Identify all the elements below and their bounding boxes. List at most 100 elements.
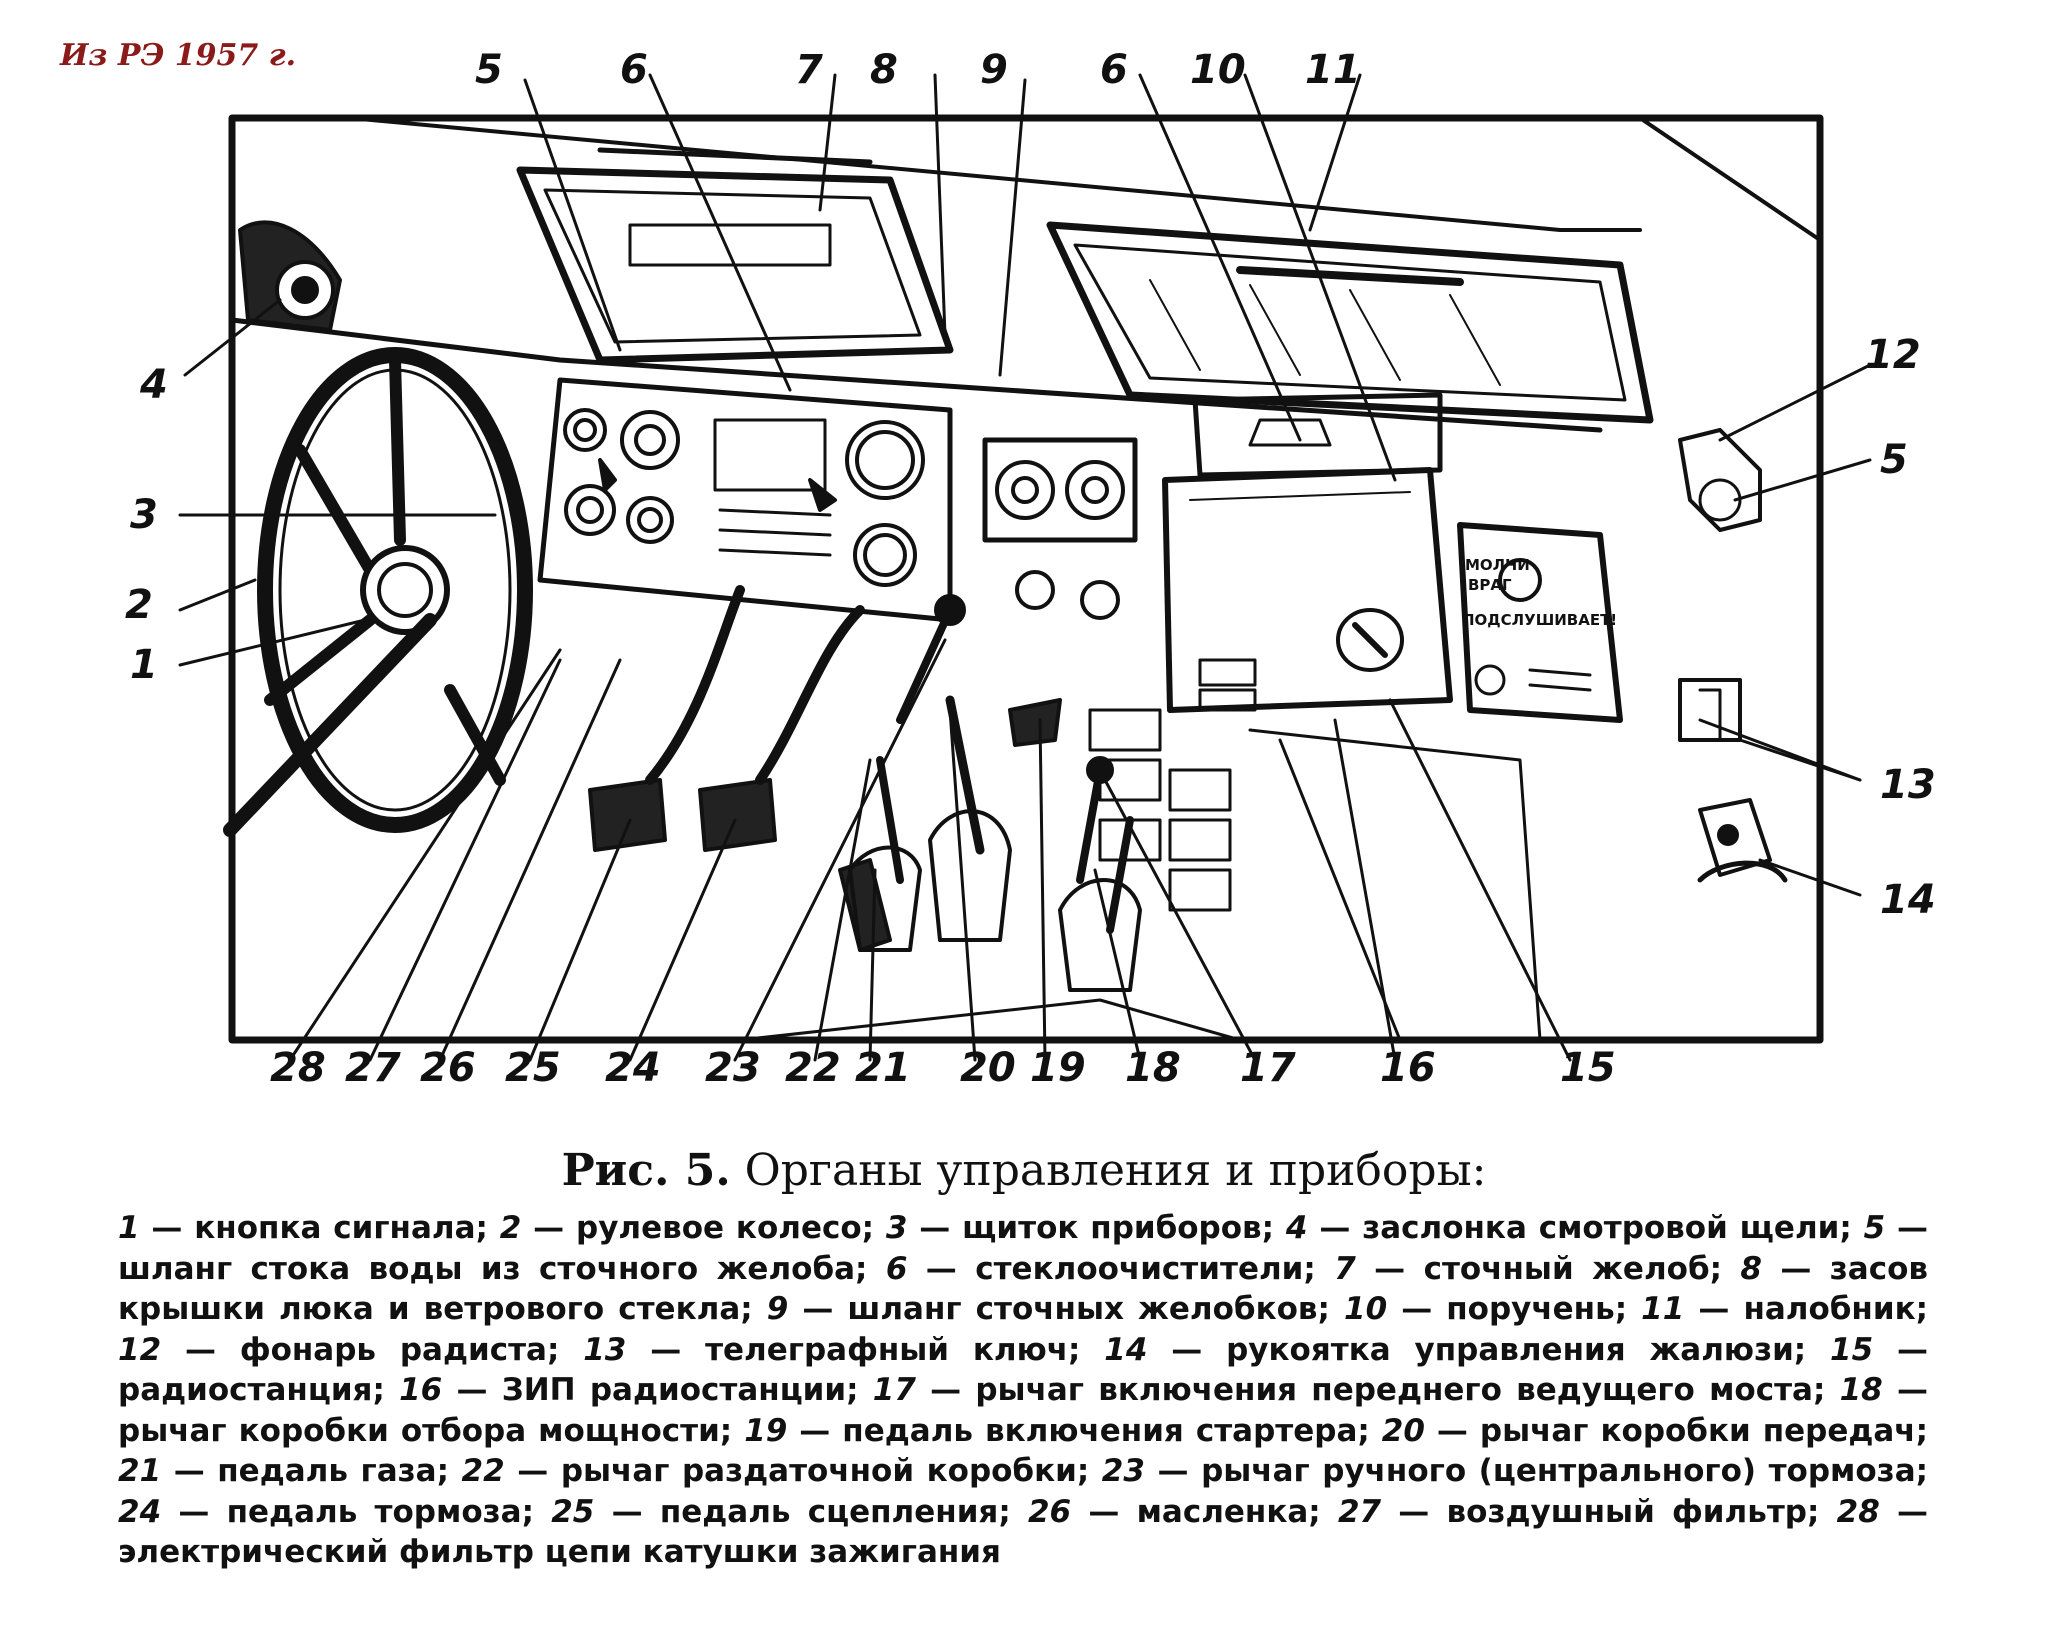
legend-item-text: радиостанция; xyxy=(118,1372,385,1408)
legend-item-text: педаль тормоза; xyxy=(226,1493,534,1530)
callout-10: 10 xyxy=(1190,47,1246,93)
legend-item: 20 — рычаг коробки передач; xyxy=(1381,1412,1928,1449)
radio-upper-case xyxy=(1192,392,1443,478)
legend-item: 27 — воздушный фильтр; xyxy=(1337,1493,1820,1530)
legend-item-text: стеклоочистители; xyxy=(975,1250,1316,1287)
legend: 1 — кнопка сигнала; 2 — рулевое колесо; … xyxy=(118,1208,1928,1573)
legend-item-number: 17 xyxy=(872,1372,916,1408)
legend-item-text: рычаг включения переднего ведущего моста… xyxy=(975,1372,1826,1408)
callout-28: 28 xyxy=(270,1045,326,1091)
legend-item-text: электрический фильтр цепи катушки зажига… xyxy=(118,1534,1001,1570)
radio-power-unit xyxy=(1457,522,1623,723)
legend-item: 7 — сточный желоб; xyxy=(1334,1250,1722,1287)
callout-15: 15 xyxy=(1560,1045,1616,1091)
callout-20: 20 xyxy=(960,1045,1016,1091)
legend-item: 8 — засов крышки люка и ветрового стекла… xyxy=(118,1250,1929,1328)
legend-item-text: шланг сточных желобков; xyxy=(847,1291,1330,1327)
radio-station-unit xyxy=(1162,467,1453,713)
legend-item-number: 5 xyxy=(1863,1210,1886,1246)
legend-item-text: ЗИП радиостанции; xyxy=(501,1372,859,1408)
brake-pedal xyxy=(698,605,865,852)
legend-item-text: поручень; xyxy=(1446,1291,1628,1327)
louver-control-handle xyxy=(1697,798,1788,883)
cabin-frame xyxy=(228,114,1824,1044)
callout-22: 22 xyxy=(785,1045,841,1091)
legend-item: 4 — заслонка смотровой щели; xyxy=(1285,1210,1852,1246)
legend-item-text: рычаг раздаточной коробки; xyxy=(560,1453,1090,1489)
legend-item: 5 — шланг стока воды из сточного желоба; xyxy=(118,1210,1929,1287)
legend-item-number: 22 xyxy=(461,1453,505,1489)
radio-panel-text-3: ПОДСЛУШИВАЕТ! xyxy=(1462,611,1617,629)
legend-item: 24 — педаль тормоза; xyxy=(118,1493,534,1530)
radio-panel-lettering: МОЛЧИ ВРАГ ПОДСЛУШИВАЕТ! xyxy=(1462,556,1617,629)
legend-item: 26 — масленка; xyxy=(1027,1493,1321,1530)
legend-item: 19 — педаль включения стартера; xyxy=(744,1412,1370,1449)
steering-wheel xyxy=(257,347,533,833)
callout-26: 26 xyxy=(420,1045,476,1091)
callout-13: 13 xyxy=(1880,762,1936,808)
legend-item-number: 12 xyxy=(118,1331,162,1368)
legend-item-text: рычаг коробки передач; xyxy=(1479,1412,1928,1449)
legend-item-text: рычаг ручного (центрального) тормоза; xyxy=(1201,1453,1929,1489)
center-console-plates xyxy=(1088,708,1232,912)
callout-5: 5 xyxy=(475,47,503,93)
front-axle-lever xyxy=(1058,816,1142,992)
legend-item: 22 — рычаг раздаточной коробки; xyxy=(461,1453,1090,1489)
legend-item-text: воздушный фильтр; xyxy=(1446,1493,1820,1530)
legend-item-number: 3 xyxy=(885,1210,908,1246)
vehicle-controls-drawing: МОЛЧИ ВРАГ ПОДСЛУШИВАЕТ! xyxy=(178,73,1872,1062)
callout-24: 24 xyxy=(605,1045,661,1091)
legend-item-number: 8 xyxy=(1740,1250,1762,1287)
legend-item: 23 — рычаг ручного (центрального) тормоз… xyxy=(1101,1453,1929,1489)
callout-6: 6 xyxy=(620,47,648,93)
legend-item-number: 15 xyxy=(1830,1331,1874,1368)
legend-item: 21 — педаль газа; xyxy=(118,1453,449,1489)
callout-4: 4 xyxy=(140,362,168,408)
callout-11: 11 xyxy=(1305,47,1361,93)
legend-item-number: 26 xyxy=(1027,1493,1072,1530)
callout-25: 25 xyxy=(505,1045,561,1091)
radio-panel-text-2: ВРАГ xyxy=(1468,576,1512,594)
callout-9: 9 xyxy=(980,47,1008,93)
callout-1: 1 xyxy=(130,642,158,688)
legend-item-text: кнопка сигнала; xyxy=(194,1210,488,1246)
legend-item-text: масленка; xyxy=(1136,1493,1321,1530)
legend-item: 13 — телеграфный ключ; xyxy=(583,1331,1081,1368)
callout-12: 12 xyxy=(1865,332,1921,378)
callout-14: 14 xyxy=(1880,877,1936,923)
legend-item-text: рычаг коробки отбора мощности; xyxy=(118,1412,733,1449)
callout-17: 17 xyxy=(1240,1045,1296,1091)
clutch-pedal xyxy=(588,585,745,852)
legend-item-number: 24 xyxy=(118,1493,162,1530)
legend-item-number: 2 xyxy=(499,1210,522,1246)
legend-item: 17 — рычаг включения переднего ведущего … xyxy=(872,1372,1826,1408)
legend-item-text: фонарь радиста; xyxy=(239,1331,560,1368)
callout-7: 7 xyxy=(795,47,823,93)
viewing-slit-shutter xyxy=(238,220,342,332)
legend-item: 18 — рычаг коробки отбора мощности; xyxy=(118,1372,1928,1449)
instrument-panel xyxy=(537,377,953,623)
starter-pedal xyxy=(1008,698,1062,747)
legend-item-number: 25 xyxy=(551,1493,595,1530)
legend-item-number: 13 xyxy=(583,1331,627,1368)
callout-23: 23 xyxy=(705,1045,761,1091)
figure-title: Органы управления и приборы: xyxy=(744,1145,1487,1196)
gear-lever xyxy=(928,695,1012,942)
legend-item-text: засов крышки люка и ветрового стекла; xyxy=(118,1250,1929,1328)
legend-item-text: телеграфный ключ; xyxy=(705,1331,1081,1368)
legend-item: 25 — педаль сцепления; xyxy=(551,1493,1011,1530)
legend-item-text: педаль сцепления; xyxy=(659,1493,1011,1530)
legend-item: 16 — ЗИП радиостанции; xyxy=(399,1372,859,1408)
radio-panel-text-1: МОЛЧИ xyxy=(1465,556,1530,574)
callout-5: 5 xyxy=(1880,437,1908,483)
windshield-hatch-left xyxy=(516,147,954,364)
legend-item: 3 — щиток приборов; xyxy=(885,1210,1275,1246)
legend-item-number: 9 xyxy=(766,1291,789,1327)
legend-item: 11 — налобник; xyxy=(1641,1291,1928,1327)
radio-operator-lamp xyxy=(1678,428,1762,532)
legend-item-text: педаль газа; xyxy=(217,1453,449,1489)
legend-item-number: 28 xyxy=(1836,1493,1880,1530)
legend-item-number: 11 xyxy=(1641,1291,1685,1327)
legend-item-number: 6 xyxy=(885,1250,908,1287)
callout-18: 18 xyxy=(1125,1045,1181,1091)
